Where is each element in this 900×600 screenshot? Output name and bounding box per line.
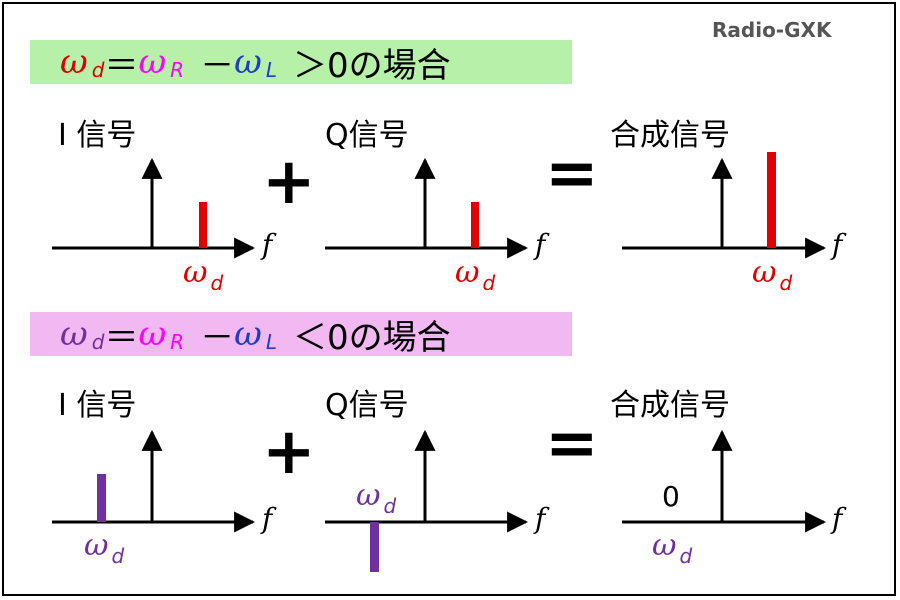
- frequency-axis-label: f: [832, 228, 843, 261]
- minus-sign: －: [200, 317, 235, 358]
- subscript-r: R: [170, 58, 185, 82]
- condition-tail: ＜0の場合: [292, 317, 451, 358]
- top-q-spectral-bar: [471, 202, 479, 248]
- omega-r-symbol: ω: [138, 42, 167, 82]
- bottom-sum-signal-label: 合成信号: [610, 388, 730, 423]
- omega-r-symbol: ω: [138, 314, 167, 354]
- bottom-sum-axes: [622, 429, 827, 533]
- top-q-signal-label: Q信号: [325, 118, 409, 153]
- subscript-d: d: [91, 58, 105, 82]
- condition-tail: ＞0の場合: [292, 45, 451, 86]
- frequency-axis-label: f: [262, 502, 273, 535]
- equals-operator: =: [545, 407, 599, 481]
- plus-operator: +: [262, 145, 316, 219]
- credit-label: Radio-GXK: [712, 18, 832, 42]
- top-sum-axes: [622, 157, 827, 259]
- subscript-r: R: [170, 330, 185, 354]
- minus-sign: －: [200, 45, 235, 86]
- omega-l-symbol: ω: [234, 42, 262, 82]
- bottom-i-spectral-bar: [97, 474, 106, 522]
- subscript-d: d: [91, 330, 105, 354]
- zero-amplitude-label: 0: [662, 480, 680, 513]
- frequency-axis-label: f: [535, 502, 546, 535]
- top-i-axes: [52, 157, 256, 259]
- top-sum-signal-label: 合成信号: [610, 118, 730, 153]
- bottom-q-axes: [325, 429, 529, 533]
- frequency-axis-label: f: [262, 228, 273, 261]
- omega-l-symbol: ω: [234, 314, 262, 354]
- frequency-axis-label: f: [832, 502, 843, 535]
- top-sum-spectral-bar: [767, 152, 776, 248]
- bottom-q-spectral-bar: [370, 522, 379, 572]
- equals-operator: =: [545, 137, 599, 211]
- top-i-spectral-bar: [199, 202, 207, 248]
- omega-d-symbol: ω: [60, 314, 88, 354]
- bottom-i-signal-label: I 信号: [58, 388, 137, 423]
- top-q-axes: [325, 157, 529, 259]
- plus-operator: +: [262, 415, 316, 489]
- omega-d-symbol: ω: [60, 42, 88, 82]
- bottom-i-axes: [52, 429, 256, 533]
- frequency-axis-label: f: [535, 228, 546, 261]
- subscript-l: L: [265, 58, 277, 82]
- bottom-q-signal-label: Q信号: [325, 388, 409, 423]
- top-i-signal-label: I 信号: [58, 118, 137, 153]
- equals-sign: ＝: [104, 317, 139, 358]
- subscript-l: L: [265, 330, 277, 354]
- equals-sign: ＝: [104, 45, 139, 86]
